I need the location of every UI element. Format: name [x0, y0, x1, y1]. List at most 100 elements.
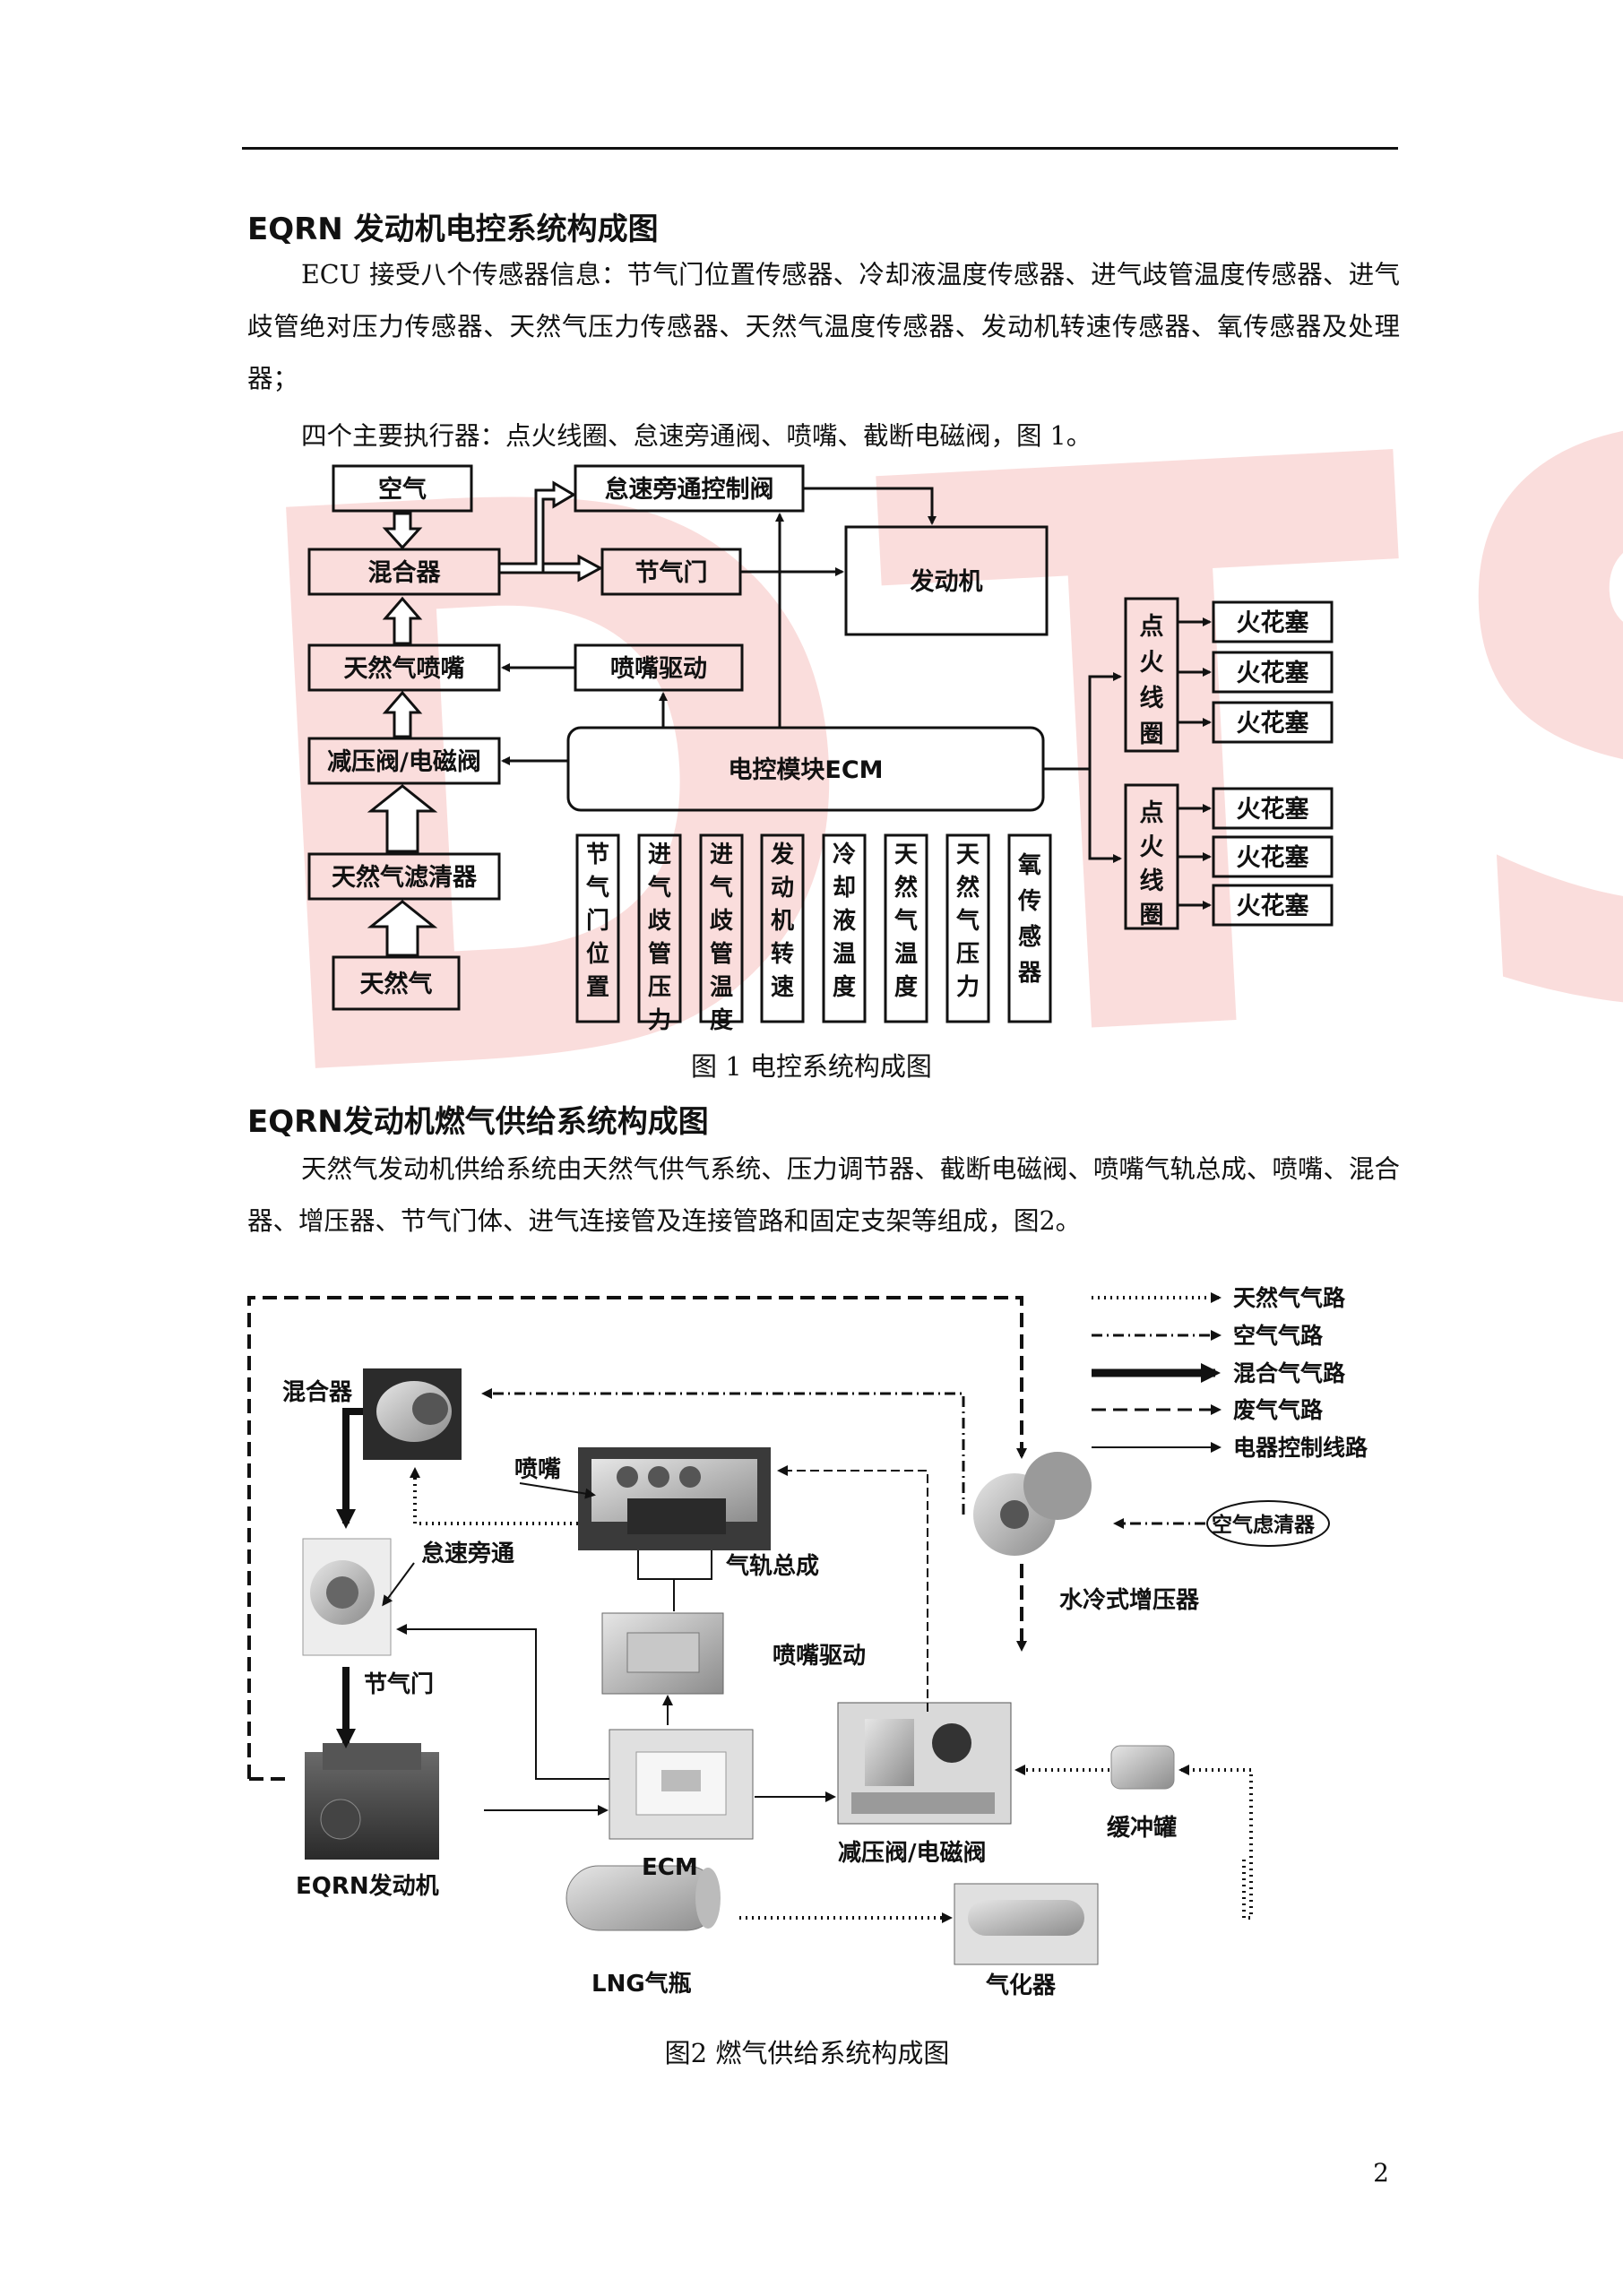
- sensor-6-char-4: 温: [894, 941, 918, 968]
- sensor-3-char-3: 歧: [710, 908, 733, 935]
- spark-plug-label-4: 火花塞: [1237, 795, 1309, 824]
- component-vaporizer: [954, 1883, 1099, 1965]
- coil-label-2-3: 线: [1140, 867, 1164, 895]
- sensor-4-char-2: 动: [771, 875, 794, 902]
- legend-item-2: 空气气路: [1233, 1323, 1324, 1349]
- legend-item-3: 混合气气路: [1233, 1360, 1346, 1386]
- f2-label-throttle: 节气门: [364, 1670, 434, 1698]
- f2-label-injector-driver: 喷嘴驱动: [773, 1643, 866, 1670]
- coil-label-2-1: 点: [1140, 799, 1164, 827]
- label-engine: 发动机: [910, 567, 983, 596]
- component-injector-driver: [601, 1612, 724, 1695]
- sensor-7-char-1: 天: [956, 842, 980, 868]
- figure1-caption: 图 1 电控系统构成图: [691, 1051, 932, 1082]
- sensor-3-char-6: 度: [710, 1006, 733, 1031]
- f2-label-turbo: 水冷式增压器: [1059, 1586, 1200, 1614]
- sensor-1-char-4: 位: [586, 940, 609, 968]
- sensor-3-char-2: 气: [709, 874, 733, 902]
- plug-3: [1212, 701, 1334, 744]
- coil-label-2-4: 圈: [1140, 902, 1164, 929]
- f2-label-nozzle: 喷嘴: [514, 1456, 561, 1483]
- sensor-5-char-3: 液: [833, 908, 856, 935]
- box-reducer: [307, 737, 501, 785]
- plug-1: [1212, 600, 1334, 643]
- component-throttle: [302, 1538, 392, 1656]
- sensor-5-char-1: 冷: [833, 841, 856, 868]
- spark-plug-label-5: 火花塞: [1237, 843, 1309, 872]
- sensor-2-char-2: 气: [647, 874, 671, 902]
- legend-item-4: 废气气路: [1233, 1397, 1324, 1423]
- plug-6: [1212, 884, 1334, 927]
- sensor-7-char-5: 力: [956, 974, 980, 1001]
- sensor-3-char-1: 进: [710, 842, 733, 868]
- box-ng-injector: [307, 643, 501, 692]
- label-injector-driver: 喷嘴驱动: [610, 655, 707, 683]
- sensor-7-char-3: 气: [955, 907, 980, 935]
- sensor-2-char-1: 进: [648, 842, 671, 868]
- component-turbo: [973, 1452, 1092, 1556]
- box-engine: [844, 525, 1049, 636]
- page-number: 2: [1373, 2158, 1389, 2188]
- sensor-8-char-2: 传: [1017, 888, 1041, 915]
- sensor-8-char-1: 氧: [1017, 852, 1041, 879]
- section2-title: EQRN发动机燃气供给系统构成图: [247, 1104, 709, 1140]
- coil-label-1-3: 线: [1140, 685, 1164, 712]
- label-mixer: 混合器: [368, 558, 442, 587]
- box-ng-filter: [307, 852, 501, 901]
- component-reducer: [837, 1702, 1012, 1825]
- coil-label-1-4: 圈: [1140, 721, 1164, 748]
- sensor-8-char-3: 感: [1018, 924, 1041, 951]
- coil-label-2-2: 火: [1140, 833, 1164, 861]
- sensor-8-char-4: 器: [1017, 960, 1042, 987]
- plug-4: [1212, 787, 1334, 830]
- sensor-6-char-2: 然: [894, 874, 918, 902]
- f2-label-buffer: 缓冲罐: [1107, 1814, 1177, 1842]
- sensor-7-char-2: 然: [956, 874, 980, 902]
- sensor-4-char-1: 发: [770, 841, 794, 868]
- box-ng: [332, 955, 461, 1011]
- f2-label-lng: LNG气瓶: [591, 1970, 692, 1998]
- spark-plug-label-3: 火花塞: [1237, 709, 1309, 738]
- sensor-1-char-2: 气: [585, 874, 609, 902]
- label-throttle: 节气门: [635, 559, 708, 587]
- section2-para: 天然气发动机供给系统由天然气供气系统、压力调节器、截断电磁阀、喷嘴气轨总成、喷嘴…: [247, 1154, 1400, 1236]
- sensor-4-char-5: 速: [771, 974, 794, 1001]
- sensor-2-char-5: 压: [648, 974, 671, 1001]
- legend-item-5: 电器控制线路: [1233, 1435, 1368, 1461]
- label-ng-injector: 天然气喷嘴: [344, 654, 465, 683]
- sensor-1-char-1: 节: [586, 842, 609, 868]
- label-ng-filter: 天然气滤清器: [332, 863, 478, 892]
- f2-label-vaporizer: 气化器: [985, 1972, 1057, 1999]
- coil-label-1-1: 点: [1140, 613, 1164, 641]
- component-lng: [565, 1865, 721, 1931]
- coil-label-1-2: 火: [1140, 649, 1164, 677]
- label-air: 空气: [378, 475, 427, 504]
- sensor-7-char-4: 压: [956, 941, 980, 968]
- section1-title: EQRN 发动机电控系统构成图: [247, 211, 659, 247]
- section1-para2: 四个主要执行器：点火线圈、怠速旁通阀、喷嘴、截断电磁阀，图 1。: [301, 421, 1092, 451]
- sensor-3-char-4: 管: [710, 941, 733, 968]
- component-mixer: [363, 1368, 462, 1460]
- component-engine: [305, 1743, 439, 1860]
- component-buffer: [1110, 1745, 1175, 1790]
- figure1-diagram: 空气 混合器 天然气喷嘴 减压阀/电磁阀 天然气滤清器 天然气 怠速旁通控制阀 …: [307, 464, 1334, 1031]
- f2-label-engine: EQRN发动机: [296, 1872, 439, 1900]
- plug-2: [1212, 651, 1334, 694]
- sensor-2-char-4: 管: [648, 941, 671, 968]
- sensor-4-char-4: 转: [771, 941, 794, 968]
- f2-label-ecm: ECM: [642, 1854, 698, 1881]
- sensor-6-char-3: 气: [894, 907, 918, 935]
- f2-label-rail: 气轨总成: [725, 1552, 819, 1580]
- plug-5: [1212, 835, 1334, 878]
- f2-label-reducer: 减压阀/电磁阀: [838, 1839, 987, 1867]
- sensor-5-char-4: 温: [833, 941, 856, 968]
- f2-label-mixer: 混合器: [282, 1378, 353, 1406]
- sensor-5-char-2: 却: [833, 875, 856, 902]
- f2-label-air-filter: 空气虑清器: [1212, 1513, 1316, 1537]
- f2-label-idle-bypass: 怠速旁通: [421, 1540, 514, 1567]
- spark-plug-label-2: 火花塞: [1237, 659, 1309, 687]
- label-ng: 天然气: [360, 970, 433, 998]
- box-air: [332, 464, 473, 513]
- sensor-6-char-1: 天: [894, 842, 918, 868]
